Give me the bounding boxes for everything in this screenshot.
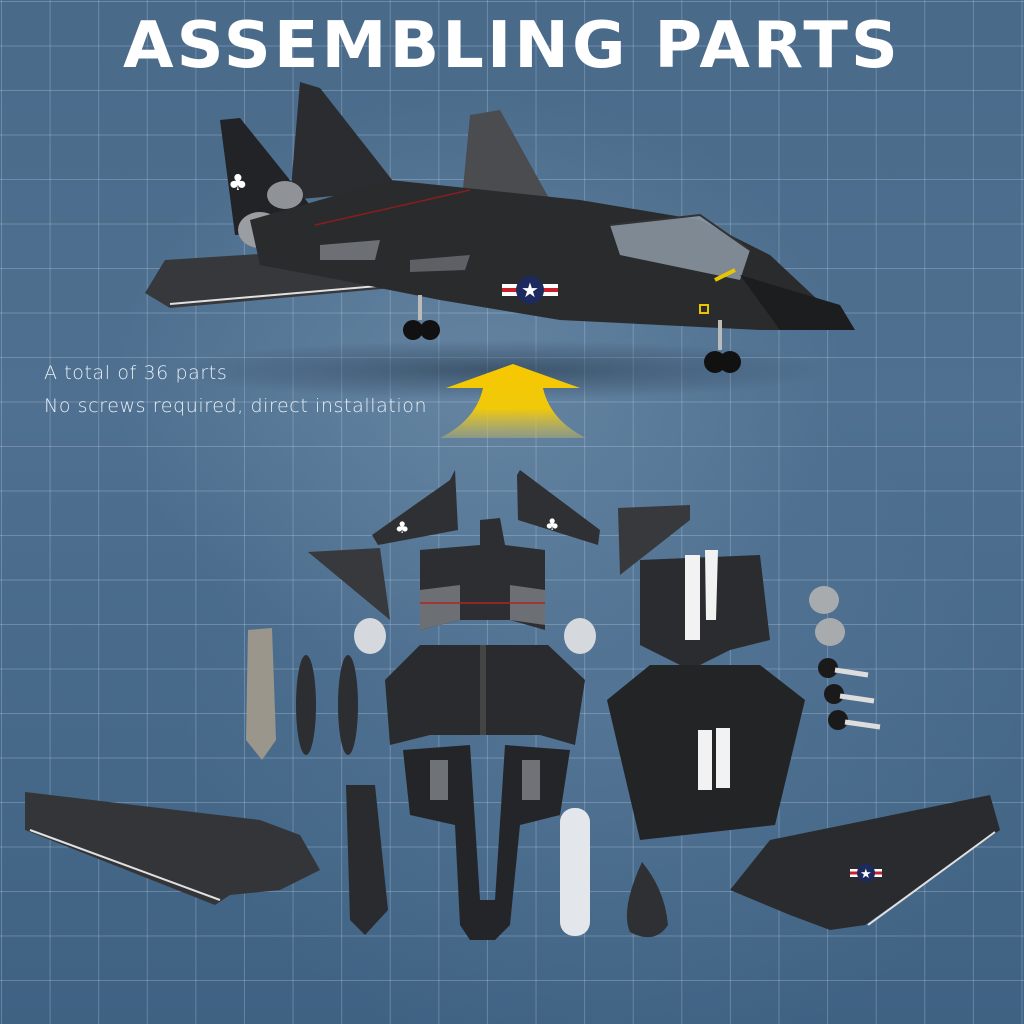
fuel-tank-right — [338, 655, 358, 755]
exhaust-nozzle-1 — [809, 586, 839, 614]
landing-gear-wheel-3 — [828, 710, 881, 730]
vertical-tail-fin-right — [517, 470, 600, 545]
landing-gear-wheel-1 — [818, 658, 869, 678]
engine-intake-cover-right — [564, 618, 596, 654]
landing-gear-wheel-2 — [824, 684, 875, 704]
canopy-clear — [560, 808, 590, 936]
engine-intake-cover-left — [354, 618, 386, 654]
engine-nacelle-top-with-missiles — [640, 555, 770, 670]
forward-fuselage-frame — [403, 745, 570, 940]
installation-caption: No screws required, direct installation — [44, 395, 428, 417]
horizontal-stabilizer-right — [618, 505, 690, 575]
nose-cone — [626, 862, 668, 938]
parts-count-caption: A total of 36 parts — [44, 362, 228, 384]
svg-text:♣: ♣ — [395, 518, 409, 537]
exhaust-nozzle-2 — [815, 618, 845, 646]
svg-text:★: ★ — [860, 867, 872, 882]
svg-text:♣: ♣ — [228, 171, 248, 196]
nose-section-lower — [346, 785, 388, 935]
wing-left — [25, 792, 320, 905]
assembled-jet-model: ♣ ★ — [145, 82, 855, 400]
exploded-parts-layout: ♣ ♣ ★ — [25, 470, 1000, 940]
wing-right — [730, 795, 1000, 930]
fuel-tank-left — [296, 655, 316, 755]
vertical-tail-fin-left — [372, 470, 458, 545]
page-title: ASSEMBLING PARTS — [123, 9, 901, 83]
svg-text:♣: ♣ — [545, 515, 559, 534]
cockpit-interior — [246, 628, 276, 760]
up-arrow-icon — [440, 364, 586, 438]
horizontal-stabilizer-left — [308, 548, 390, 620]
svg-text:★: ★ — [521, 278, 539, 302]
